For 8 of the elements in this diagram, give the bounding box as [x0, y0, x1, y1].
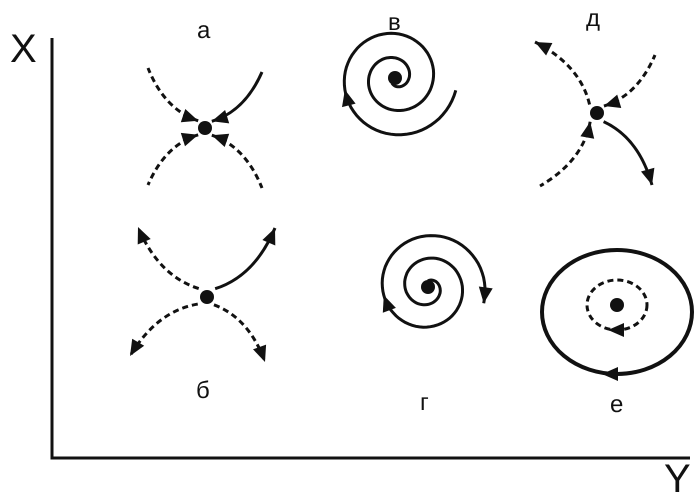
- axis-label: Y: [664, 458, 691, 500]
- panel-label: в: [388, 10, 401, 36]
- panel-label: е: [610, 392, 624, 418]
- panel-label: д: [586, 6, 600, 32]
- panel-label: г: [420, 390, 429, 416]
- panel-label: а: [197, 18, 210, 44]
- panel-label: б: [196, 378, 210, 404]
- axis-label: X: [10, 28, 37, 70]
